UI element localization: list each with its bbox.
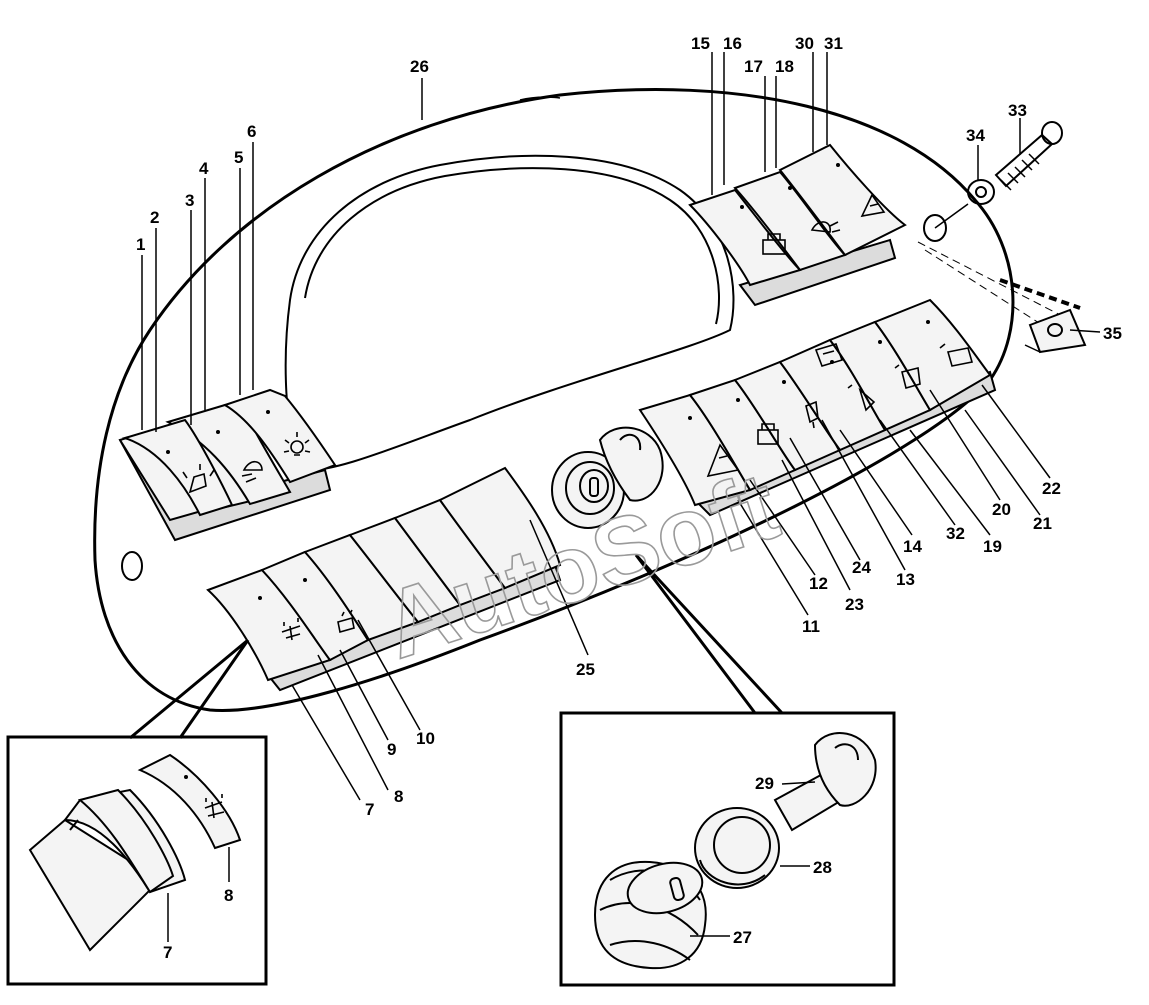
callout-20: 20 <box>992 500 1011 519</box>
callout-6: 6 <box>247 122 256 141</box>
callout-35: 35 <box>1103 324 1122 343</box>
front-wiper-icon <box>894 364 921 389</box>
callout-22: 22 <box>1042 479 1061 498</box>
detail-callout-7: 7 <box>163 943 172 962</box>
callout-23: 23 <box>845 595 864 614</box>
leader-lines <box>141 52 1101 801</box>
mounting-hole <box>121 551 143 581</box>
headlight-icon <box>810 221 841 233</box>
callout-29: 29 <box>755 774 774 793</box>
callout-16: 16 <box>723 34 742 53</box>
callout-32: 32 <box>946 524 965 543</box>
callout-10: 10 <box>416 729 435 748</box>
ignition-key-part <box>773 732 877 832</box>
switch-group-left <box>118 388 337 542</box>
switch-group-lower-right <box>638 298 997 517</box>
bezel-ring <box>694 807 780 889</box>
transmission-icon <box>337 609 355 634</box>
washer <box>967 179 995 205</box>
clip-nut <box>1024 308 1087 354</box>
callout-31: 31 <box>824 34 843 53</box>
ignition-lock-barrel <box>593 860 707 970</box>
detail-box-ignition <box>559 553 896 987</box>
callout-18: 18 <box>775 57 794 76</box>
switch-group-lower-left <box>206 466 562 692</box>
callout-7: 7 <box>365 800 374 819</box>
work-light-icon <box>241 460 263 483</box>
rear-window-icon <box>939 343 974 367</box>
callout-3: 3 <box>185 191 194 210</box>
callout-28: 28 <box>813 858 832 877</box>
wiper-washer-icon <box>762 233 786 255</box>
dashboard-panel <box>93 88 1015 712</box>
differential-lock-icon <box>281 618 301 641</box>
mirror-heat-icon <box>814 343 844 367</box>
callout-11: 11 <box>802 617 820 636</box>
detail-box-switch <box>6 638 268 986</box>
callout-15: 15 <box>691 34 710 53</box>
callout-4: 4 <box>199 159 209 178</box>
callout-5: 5 <box>234 148 243 167</box>
callout-13: 13 <box>896 570 915 589</box>
callout-8: 8 <box>394 787 403 806</box>
callout-1: 1 <box>136 235 145 254</box>
callout-33: 33 <box>1008 101 1027 120</box>
clip-axis-line <box>917 241 1071 331</box>
callout-34: 34 <box>966 126 985 145</box>
hazard-triangle-icon <box>706 443 740 478</box>
callout-26: 26 <box>410 57 429 76</box>
ignition-switch <box>551 426 664 529</box>
lamp-icon <box>283 432 311 456</box>
callout-17: 17 <box>744 57 763 76</box>
callout-27: 27 <box>733 928 752 947</box>
callout-30: 30 <box>795 34 814 53</box>
wiper-rear-icon <box>757 423 779 445</box>
callout-14: 14 <box>903 537 922 556</box>
differential-lock-icon <box>204 794 225 819</box>
fuel-filter-icon <box>805 400 819 429</box>
callout-12: 12 <box>809 574 828 593</box>
detail-callout-8: 8 <box>224 886 233 905</box>
callout-25: 25 <box>576 660 595 679</box>
callout-2: 2 <box>150 208 159 227</box>
callout-21: 21 <box>1033 514 1052 533</box>
fastener-axis-line <box>934 203 969 229</box>
warning-triangle-icon <box>860 193 886 218</box>
switch-group-upper-right <box>688 143 907 307</box>
callout-labels: 1 2 3 4 5 6 7 8 9 10 11 12 13 14 15 16 1… <box>136 34 1122 962</box>
mounting-hole-right <box>923 214 947 242</box>
beacon-light-icon <box>182 464 215 494</box>
seat-icon <box>847 384 876 412</box>
callout-24: 24 <box>852 558 871 577</box>
callout-9: 9 <box>387 740 396 759</box>
screw <box>994 121 1063 191</box>
callout-19: 19 <box>983 537 1002 556</box>
